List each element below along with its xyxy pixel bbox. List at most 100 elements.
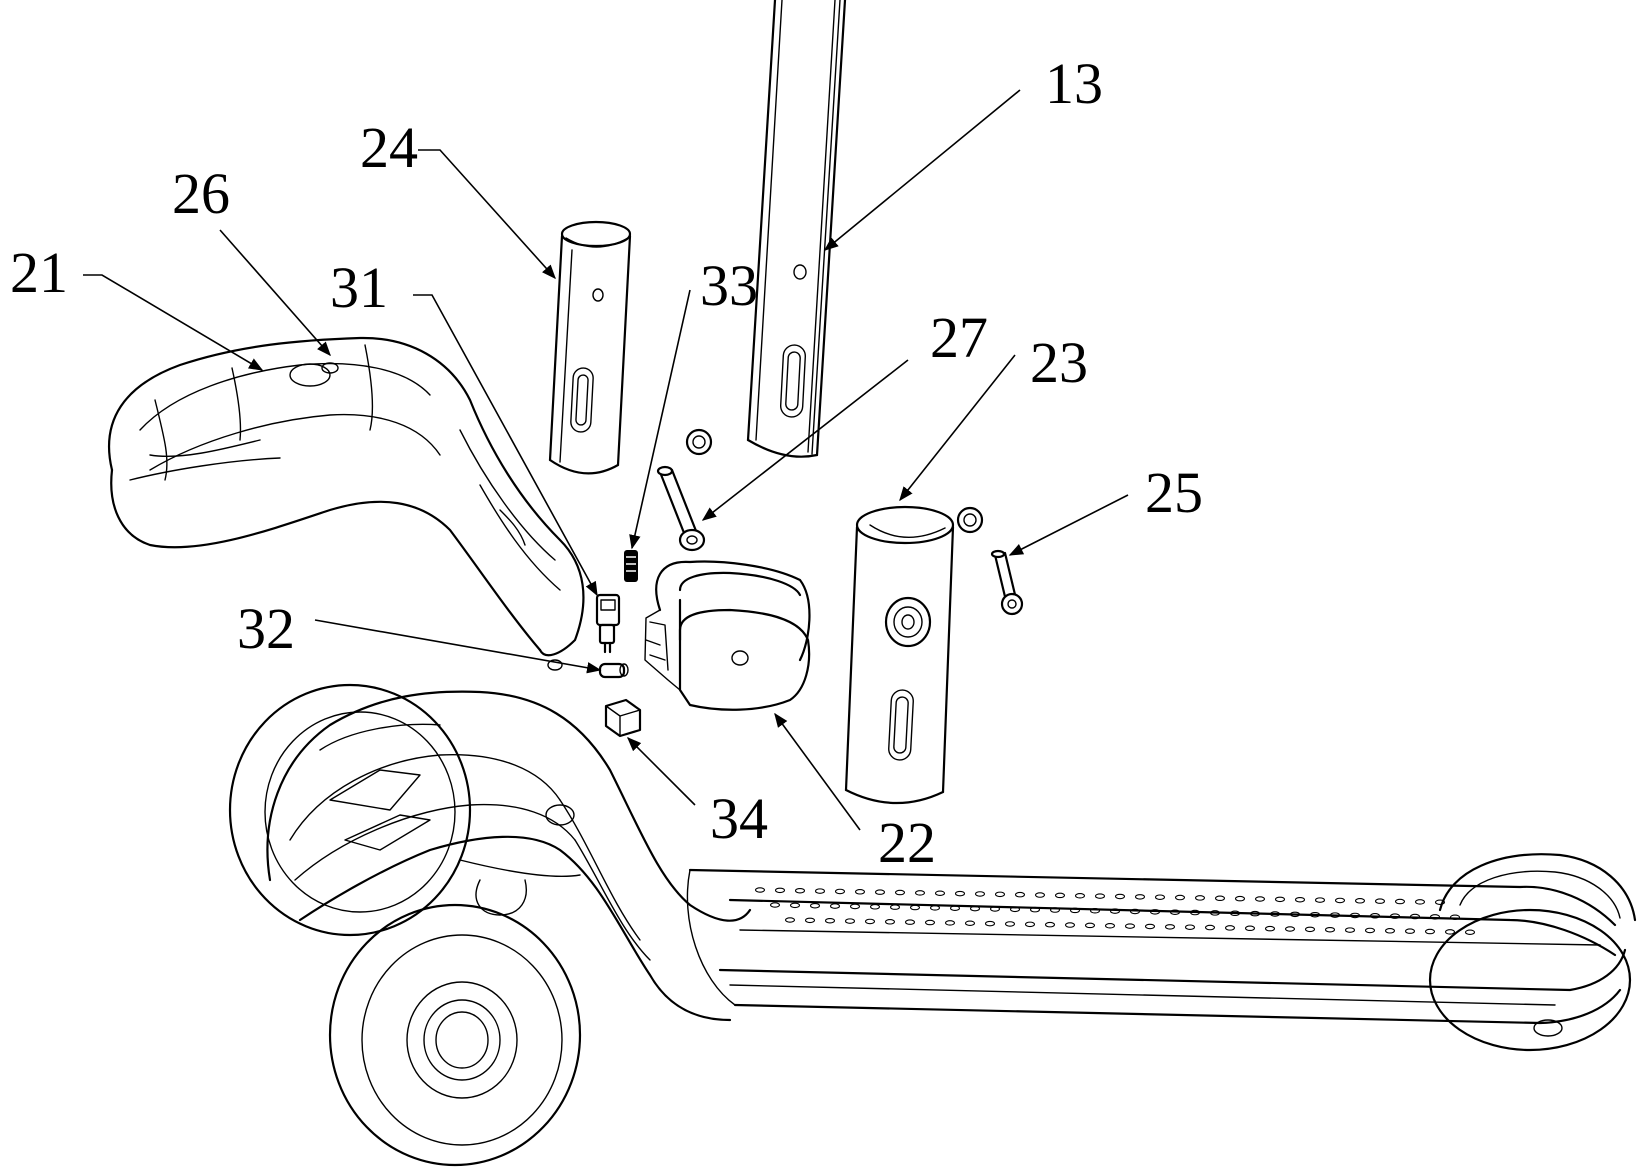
deck-hole (1036, 893, 1045, 897)
deck-hole (1346, 928, 1355, 932)
deck-hole (1106, 924, 1115, 928)
part-31-latch (597, 595, 619, 652)
reference-labels: 13 24 26 21 31 33 27 23 25 32 34 22 (10, 51, 1203, 875)
deck-hole (1096, 894, 1105, 898)
label-25: 25 (1145, 460, 1203, 525)
part-32-pin (600, 664, 628, 677)
deck-hole (1466, 930, 1475, 934)
deck-hole (1256, 897, 1265, 901)
deck-hole (1176, 895, 1185, 899)
part-34-block (606, 700, 640, 736)
deck-hole (836, 889, 845, 893)
deck-hole (926, 920, 935, 924)
deck-hole (1416, 900, 1425, 904)
label-33: 33 (700, 253, 758, 318)
deck-hole (791, 903, 800, 907)
label-34: 34 (710, 786, 768, 851)
label-26: 26 (172, 161, 230, 226)
deck-hole (811, 904, 820, 908)
deck-hole (916, 891, 925, 895)
deck-hole (896, 890, 905, 894)
deck-hole (996, 892, 1005, 896)
deck-hole (1056, 893, 1065, 897)
deck-hole (1156, 895, 1165, 899)
deck-hole (1136, 895, 1145, 899)
deck-hole (816, 889, 825, 893)
label-22: 22 (878, 810, 936, 875)
deck-hole (1166, 925, 1175, 929)
deck-hole (1296, 898, 1305, 902)
deck-hole (1116, 894, 1125, 898)
label-13: 13 (1045, 51, 1103, 116)
deck-hole (1266, 926, 1275, 930)
deck-hole (1066, 923, 1075, 927)
deck-hole (1396, 899, 1405, 903)
deck-hole (826, 919, 835, 923)
deck-hole (1386, 929, 1395, 933)
deck-hole (831, 904, 840, 908)
deck-hole (1076, 894, 1085, 898)
deck-hole (891, 905, 900, 909)
label-32: 32 (237, 596, 295, 661)
deck-hole (911, 905, 920, 909)
deck-hole (986, 921, 995, 925)
deck-hole (946, 921, 955, 925)
deck-hole (871, 905, 880, 909)
deck-hole (806, 918, 815, 922)
deck-hole (1206, 925, 1215, 929)
deck-hole (756, 888, 765, 892)
deck-hole (1276, 897, 1285, 901)
deck-hole (1376, 899, 1385, 903)
deck-hole (1306, 927, 1315, 931)
label-23: 23 (1030, 330, 1088, 395)
part-24-sleeve-tube (550, 222, 630, 473)
label-27: 27 (930, 305, 988, 370)
deck-hole (846, 919, 855, 923)
deck-hole (856, 890, 865, 894)
deck-hole (786, 918, 795, 922)
deck-hole (1336, 898, 1345, 902)
deck-hole (1356, 899, 1365, 903)
part-27-bolt (658, 430, 711, 550)
deck-hole (866, 919, 875, 923)
deck-hole (771, 903, 780, 907)
deck-hole (1236, 896, 1245, 900)
part-25-screw (992, 551, 1022, 614)
deck-hole (1046, 922, 1055, 926)
deck-hole (966, 921, 975, 925)
deck-hole (1026, 922, 1035, 926)
deck-hole (976, 892, 985, 896)
label-21: 21 (10, 240, 68, 305)
deck-hole (1146, 924, 1155, 928)
deck-hole (1196, 896, 1205, 900)
deck-hole (851, 904, 860, 908)
deck-hole (1126, 924, 1135, 928)
deck-hole (956, 891, 965, 895)
part-23-lower-sleeve (846, 507, 982, 803)
deck-hole (876, 890, 885, 894)
deck-hole (1316, 898, 1325, 902)
deck-hole (1246, 926, 1255, 930)
deck-hole (1186, 925, 1195, 929)
deck-hole (1326, 928, 1335, 932)
part-21-front-cover (109, 338, 583, 670)
deck-hole (1426, 929, 1435, 933)
deck-hole (776, 888, 785, 892)
part-33-spring (624, 550, 638, 582)
deck-hole (1226, 926, 1235, 930)
label-24: 24 (360, 115, 418, 180)
deck-hole (1446, 930, 1455, 934)
label-31: 31 (330, 255, 388, 320)
deck-hole (1016, 892, 1025, 896)
deck-hole (1006, 922, 1015, 926)
deck-hole (1286, 927, 1295, 931)
part-13-handle-tube (748, 0, 845, 457)
deck-hole (1086, 923, 1095, 927)
deck-hole (886, 920, 895, 924)
deck-hole (1406, 929, 1415, 933)
deck-hole (936, 891, 945, 895)
deck-hole (906, 920, 915, 924)
deck-hole (796, 889, 805, 893)
deck-perforations (756, 888, 1475, 935)
